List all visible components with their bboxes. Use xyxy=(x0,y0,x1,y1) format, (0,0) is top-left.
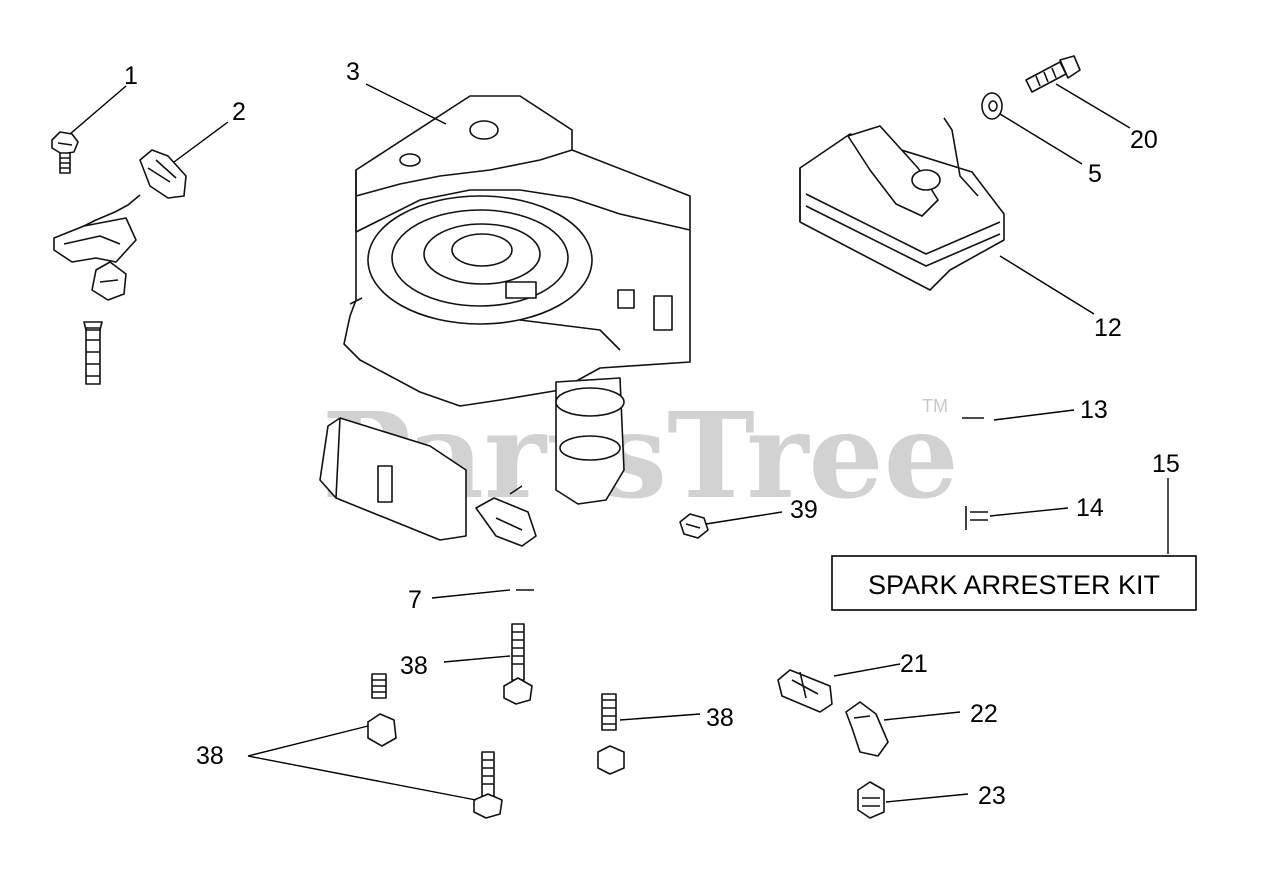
part-12-muffler-icon[interactable] xyxy=(799,117,1005,291)
part-20-screw-icon[interactable] xyxy=(1025,55,1081,93)
kit-box-border xyxy=(831,555,1197,611)
label-12[interactable]: 12 xyxy=(1094,314,1122,342)
leader-1 xyxy=(69,85,127,135)
part-38-bolt-right-icon[interactable] xyxy=(597,693,625,775)
part-5-washer-icon[interactable] xyxy=(981,92,1003,120)
part-1-bolt-icon[interactable] xyxy=(51,131,79,174)
label-22[interactable]: 22 xyxy=(970,700,998,728)
leader-38b xyxy=(619,713,701,721)
label-5[interactable]: 5 xyxy=(1088,160,1102,188)
leader-12 xyxy=(999,255,1095,315)
part-23-plug-icon[interactable] xyxy=(857,781,885,819)
part-21-fitting-icon[interactable] xyxy=(777,669,833,713)
kit-box-label: SPARK ARRESTER KIT xyxy=(868,570,1160,600)
part-39-nut-icon[interactable] xyxy=(679,513,709,539)
leader-39 xyxy=(705,511,783,525)
label-1[interactable]: 1 xyxy=(124,62,138,90)
leader-38c2 xyxy=(247,755,477,801)
label-38-right[interactable]: 38 xyxy=(706,704,734,732)
leader-lines xyxy=(69,83,1169,803)
part-14-screw-icon[interactable] xyxy=(965,506,988,530)
label-39[interactable]: 39 xyxy=(790,496,818,524)
label-3[interactable]: 3 xyxy=(346,58,360,86)
part-2-bracket-icon[interactable] xyxy=(53,149,187,385)
leader-21 xyxy=(833,663,901,677)
label-14[interactable]: 14 xyxy=(1076,494,1104,522)
part-22-elbow-icon[interactable] xyxy=(845,701,889,757)
label-20[interactable]: 20 xyxy=(1130,126,1158,154)
label-38-center[interactable]: 38 xyxy=(400,652,428,680)
leader-14 xyxy=(989,507,1069,517)
leader-23 xyxy=(885,793,969,803)
leader-2 xyxy=(173,121,229,163)
leader-5 xyxy=(999,113,1083,165)
label-23[interactable]: 23 xyxy=(978,782,1006,810)
leader-13 xyxy=(993,409,1075,421)
part-38-bolt-center-icon[interactable] xyxy=(503,623,533,705)
part-38-bolts-left-icon[interactable] xyxy=(367,673,503,819)
leader-7 xyxy=(431,589,511,599)
leader-20 xyxy=(1055,83,1131,129)
label-2[interactable]: 2 xyxy=(232,98,246,126)
label-21[interactable]: 21 xyxy=(900,650,928,678)
part-3-engine-icon[interactable] xyxy=(319,95,691,547)
watermark-trademark: TM xyxy=(922,396,948,416)
leader-3 xyxy=(365,83,447,125)
label-7[interactable]: 7 xyxy=(408,586,422,614)
leader-38c1 xyxy=(247,725,369,757)
label-15[interactable]: 15 xyxy=(1152,450,1180,478)
leader-38a xyxy=(443,655,511,663)
spark-arrester-kit-box[interactable]: SPARK ARRESTER KIT xyxy=(831,555,1197,611)
label-38-left[interactable]: 38 xyxy=(196,742,224,770)
leader-22 xyxy=(883,711,961,721)
part-labels: 1 2 3 20 5 12 13 15 14 39 7 38 38 38 21 … xyxy=(124,58,1180,810)
label-13[interactable]: 13 xyxy=(1080,396,1108,424)
